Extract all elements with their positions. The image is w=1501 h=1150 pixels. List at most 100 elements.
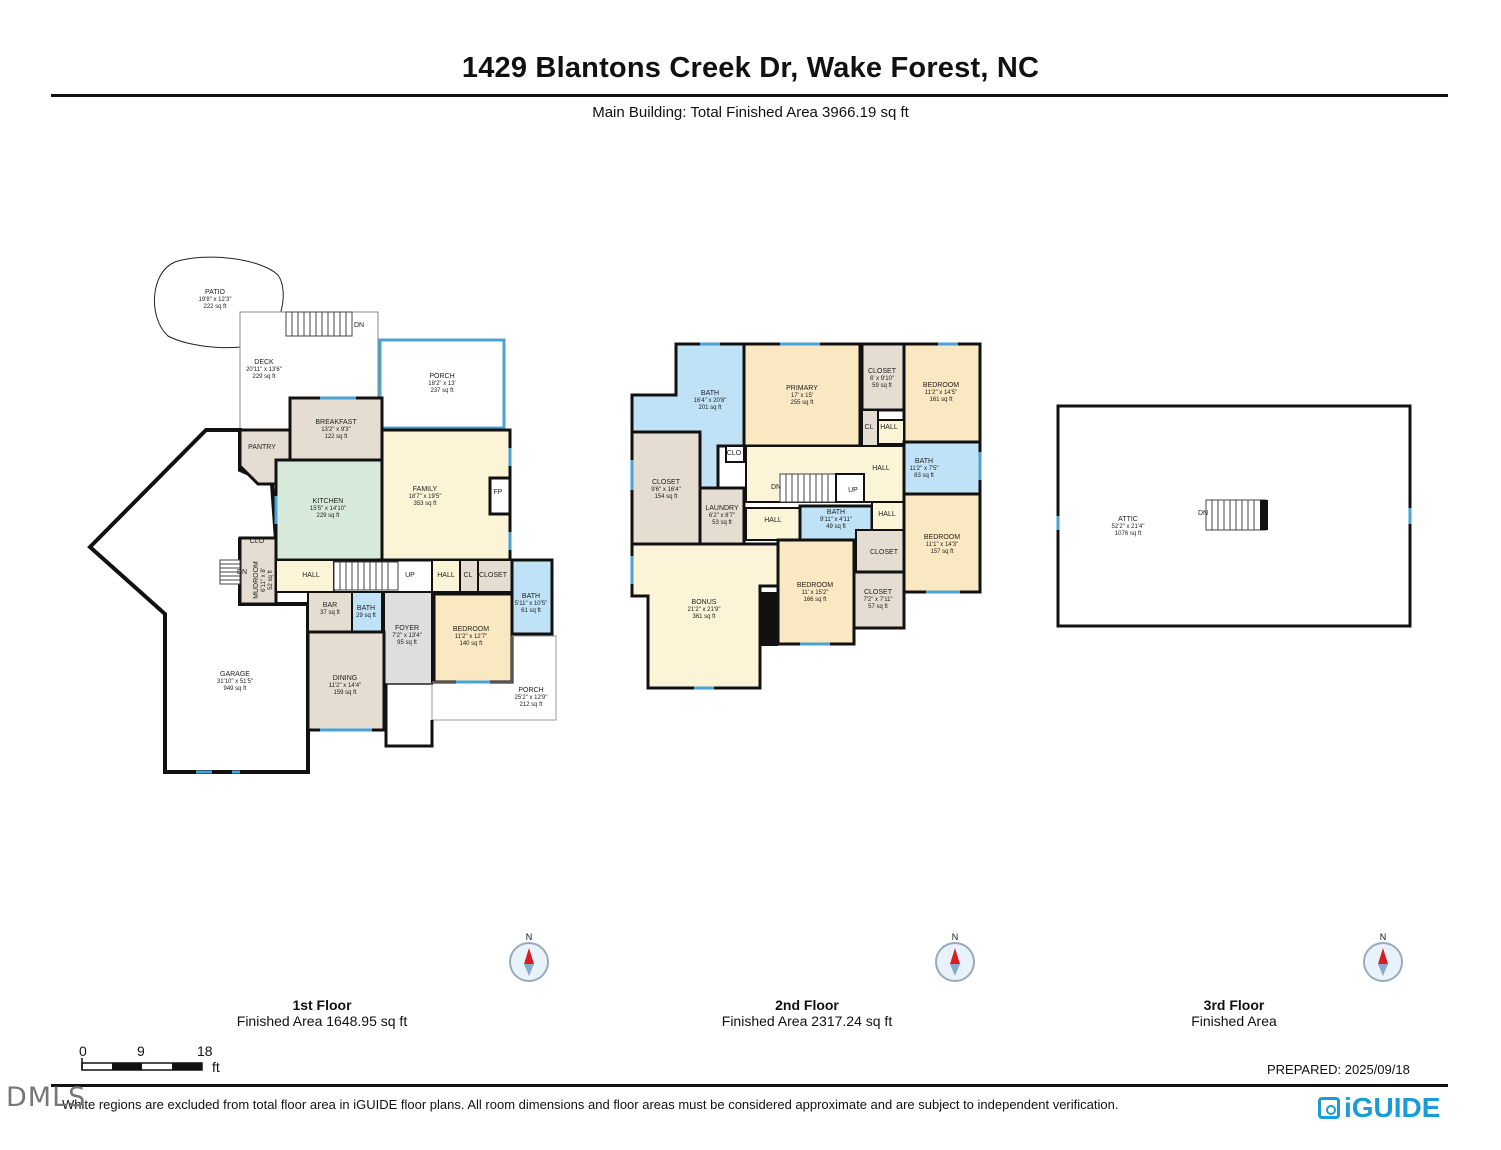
room-name: PORCH <box>518 687 543 694</box>
room-area: 61 sq ft <box>521 608 541 614</box>
room-dims: 11'2" x 12'7" <box>455 634 487 640</box>
floor-2-name: 2nd Floor <box>775 997 839 1013</box>
room-name: BATH <box>915 458 933 465</box>
room-label-dn: DN <box>1198 510 1208 517</box>
room-area: 57 sq ft <box>868 604 888 610</box>
room-area: 353 sq ft <box>413 501 436 507</box>
room-label-up: UP <box>848 487 858 494</box>
room-label-fp: FP <box>494 489 503 496</box>
room-area: 140 sq ft <box>459 641 482 647</box>
room-label-dn: DN <box>237 569 247 576</box>
room-area: 159 sq ft <box>333 690 356 696</box>
room-dims: 11'2" x 14'4" <box>329 683 361 689</box>
room-name: KITCHEN <box>313 498 344 505</box>
room-dims: 11'2" x 14'5" <box>925 390 957 396</box>
scale-tick-0: 0 <box>79 1043 87 1059</box>
room-dims: 13'2" x 9'3" <box>321 427 351 433</box>
room-area: 229 sq ft <box>316 513 339 519</box>
prepared-date: PREPARED: 2025/09/18 <box>1267 1062 1410 1077</box>
room-area: 37 sq ft <box>320 610 340 616</box>
third-floor-plan <box>1056 404 1412 628</box>
room-area: 201 sq ft <box>698 405 721 411</box>
room-label-clo: CLO <box>250 538 265 545</box>
room-label-clo: CLO <box>727 450 742 457</box>
footer-rule <box>51 1084 1448 1087</box>
compass-n-label-3: N <box>1379 932 1387 942</box>
room-area: 237 sq ft <box>430 388 453 394</box>
room-dims: 15'5" x 14'10" <box>310 506 346 512</box>
room-area: 161 sq ft <box>929 397 952 403</box>
room-label-hall: HALL <box>302 572 320 579</box>
floor-3-area: Finished Area <box>1191 1013 1277 1029</box>
room-name: DN <box>771 484 781 491</box>
dmls-watermark: DMLS <box>6 1082 87 1113</box>
second-floor-plan <box>630 342 982 690</box>
room-name: BEDROOM <box>923 382 959 389</box>
room-area: 229 sq ft <box>252 374 275 380</box>
room-name: FOYER <box>395 625 419 632</box>
room-name: DN <box>1198 510 1208 517</box>
room-area: 212 sq ft <box>519 702 542 708</box>
room-name: CLOSET <box>652 479 681 486</box>
title-rule <box>51 94 1448 97</box>
compass-2 <box>935 942 975 982</box>
room-name: BATH <box>701 390 719 397</box>
room-label-hall: HALL <box>764 517 782 524</box>
room-label-hall: HALL <box>880 424 898 431</box>
room-label-dn: DN <box>354 322 364 329</box>
iguide-logo-text: iGUIDE <box>1344 1092 1441 1123</box>
room-name: FAMILY <box>413 486 438 493</box>
room-dims: 18'2" x 13' <box>428 381 455 387</box>
room-dims: 11' x 15'2" <box>802 590 829 596</box>
room-area: 255 sq ft <box>790 400 813 406</box>
room-area: 157 sq ft <box>930 549 953 555</box>
room-name: DN <box>237 569 247 576</box>
room-name: CLOSET <box>479 572 508 579</box>
room-dims: 25'2" x 12'9" <box>515 695 548 701</box>
scale-tick-9: 9 <box>137 1043 145 1059</box>
room-dims: 18'7" x 19'5" <box>409 494 442 500</box>
room-name: PATIO <box>205 289 226 296</box>
room-label-closet: CLOSET <box>479 572 508 579</box>
room-area: 52 sq ft <box>268 570 274 590</box>
room-area: 1076 sq ft <box>1115 531 1142 537</box>
room-name: PORCH <box>429 373 454 380</box>
room-name: UP <box>848 487 858 494</box>
floor-1-area: Finished Area 1648.95 sq ft <box>236 1013 408 1029</box>
room-name: PANTRY <box>248 444 276 451</box>
room-name: CL <box>865 424 874 431</box>
room-name: BATH <box>522 593 540 600</box>
scale-tick-18: 18 <box>197 1043 213 1059</box>
iguide-logo-icon <box>1318 1097 1340 1119</box>
room-name: HALL <box>872 465 890 472</box>
room-dims: 5'11" x 10'5" <box>515 601 547 607</box>
floor-3-name: 3rd Floor <box>1203 997 1265 1013</box>
room-dims: 21'2" x 21'9" <box>688 607 721 613</box>
room-label-cl: CL <box>464 572 473 579</box>
floor-2-area: Finished Area 2317.24 sq ft <box>721 1013 893 1029</box>
room-name: CL <box>464 572 473 579</box>
room-name: BATH <box>357 605 375 612</box>
room-dims: 9'11" x 4'11" <box>820 517 852 523</box>
room-name: ATTIC <box>1118 516 1138 523</box>
room-name: GARAGE <box>220 671 250 678</box>
scale-unit: ft <box>212 1059 220 1075</box>
